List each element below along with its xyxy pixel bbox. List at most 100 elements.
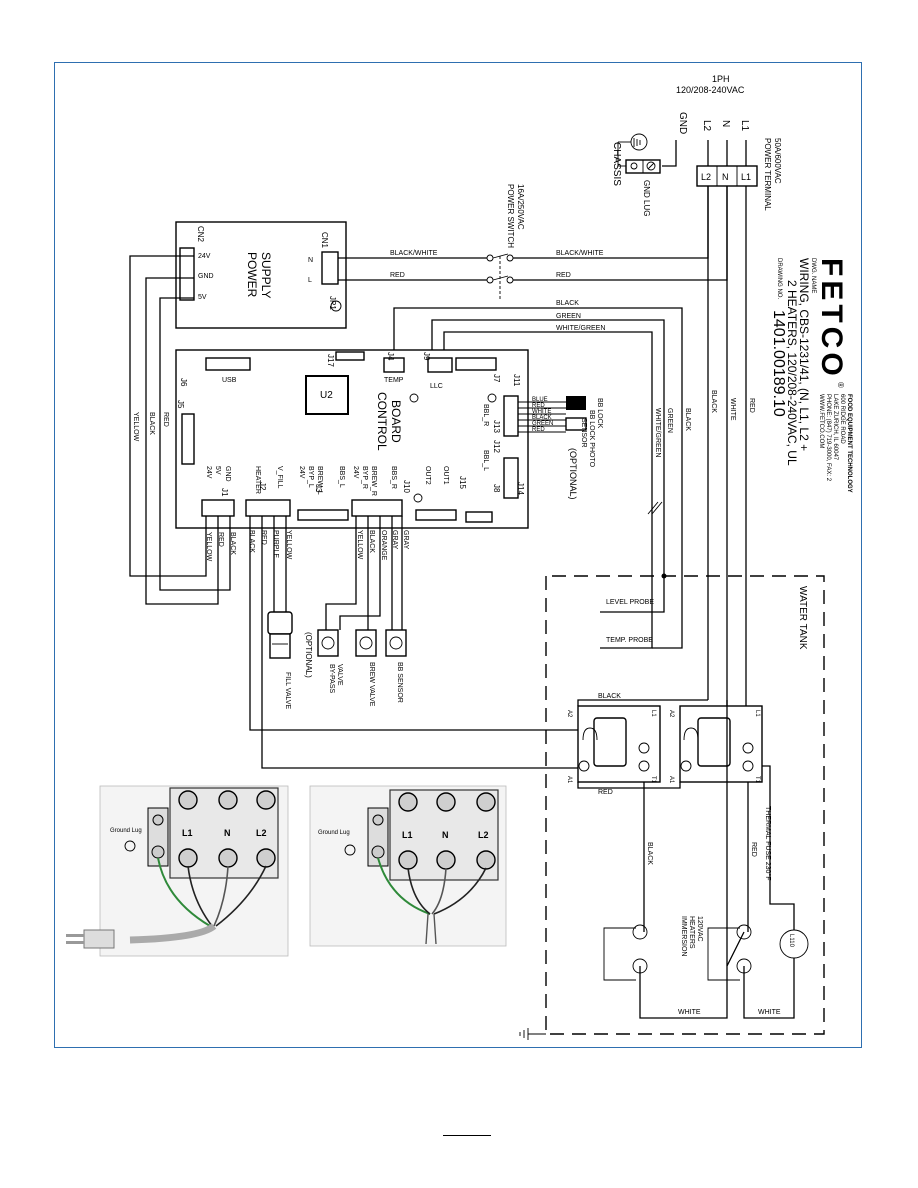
drawing-no-label: DRAWING NO.	[776, 258, 782, 299]
ps-wire-yellow: YELLOW	[132, 412, 139, 442]
input-n-label: N	[720, 120, 731, 127]
power-supply-title-2: SUPPLY	[259, 252, 273, 298]
bb-lock-label: BB LOCK	[596, 398, 603, 429]
bb-sensor	[385, 629, 407, 657]
title-block: FETCO ® FOOD EQUIPMENT TECHNOLOGY 600 RI…	[770, 258, 852, 493]
j10-wire-gray-1: GRAY	[391, 530, 398, 550]
label-j1: J1	[220, 488, 229, 497]
power-switch-rating: 16A/250VAC	[516, 184, 525, 230]
gnd-lug	[617, 133, 661, 174]
relay-right-a2: A2	[668, 710, 674, 718]
label-j5: J5	[176, 400, 185, 409]
terminal-block-n: N	[722, 172, 729, 182]
wire-label-black-ctrl: BLACK	[684, 408, 691, 431]
company-line-4: WWW.FETCO.COM	[818, 394, 824, 448]
relay-left-l1: L1	[650, 710, 656, 717]
temp-label: TEMP	[384, 377, 404, 384]
j2-wire-yellow: YELLOW	[285, 530, 292, 560]
wire-label-red-1: RED	[390, 272, 405, 279]
relay-right-l1: L1	[754, 710, 760, 717]
inset-wiring-left: Ground Lug L1 N L2	[66, 785, 289, 957]
wire-label-green-h: GREEN	[556, 313, 581, 320]
j10-pin-brew-r: BREW_R	[370, 466, 377, 496]
chip-u2: U2	[320, 390, 333, 401]
j10-wire-yellow: YELLOW	[356, 530, 363, 560]
j10-wire-black: BLACK	[368, 530, 375, 553]
wire-label-bw-2: BLACK/WHITE	[556, 250, 604, 257]
brew-valve	[355, 629, 377, 657]
thermal-fuse: L110	[779, 929, 809, 959]
j1-pin-5v: 5V	[214, 466, 221, 475]
j15-pin-out2: OUT2	[424, 466, 431, 485]
dwg-name-2: 2 HEATERS, 120/208-240VAC, UL	[785, 280, 799, 466]
control-board-title-1: CONTROL	[375, 392, 389, 451]
terminal-block-l1: L1	[741, 172, 751, 182]
power-switch	[486, 253, 514, 300]
chassis-label: CHASSIS	[611, 142, 622, 186]
power-supply-title-1: POWER	[245, 252, 259, 298]
label-j12: J12	[492, 440, 501, 453]
bb-sensor-label-valve: BB SENSOR	[396, 662, 403, 703]
inset-left-l1: L1	[182, 828, 193, 838]
j10-wire-gray-2: GRAY	[402, 530, 409, 550]
relay-left-t1: T1	[650, 776, 656, 784]
bb-wire-red2: RED	[532, 427, 545, 433]
inset-right-n: N	[442, 830, 449, 840]
bb-wire-blue: BLUE	[532, 397, 548, 403]
wire-label-white-v: WHITE	[729, 398, 736, 421]
power-switch-title: POWER SWITCH	[506, 184, 515, 248]
relay-left-a2: A2	[566, 710, 572, 718]
j3-pin-byp-l: BYP_L	[307, 466, 314, 488]
power-terminal: L2 N L1	[696, 165, 758, 187]
label-j3: J3	[314, 484, 323, 493]
inset-left-l2: L2	[256, 828, 267, 838]
relay-wire-black: BLACK	[598, 693, 621, 700]
j2-wire-black: BLACK	[248, 530, 255, 553]
jp1-label: JP1	[328, 296, 337, 310]
drawing-border	[54, 62, 862, 1048]
label-j9: J9	[422, 352, 431, 361]
wire-label-wg-ctrl: WHITE/GREEN	[654, 408, 661, 457]
wire-label-wg-h: WHITE/GREEN	[556, 325, 605, 332]
label-j7: J7	[492, 374, 501, 383]
fill-valve	[267, 611, 293, 659]
j2-pin-vfill: V_FILL	[276, 466, 283, 489]
j1-pin-24v: 24V	[205, 466, 212, 479]
j1-wire-red: RED	[217, 532, 224, 547]
control-board: CONTROL BOARD U2 USB TEMP LLC J6 J5 J1 J…	[175, 349, 529, 529]
j3-pin-bbs-l: BBS_L	[338, 466, 345, 488]
j1-pin-gnd: GND	[224, 466, 231, 482]
j1-wire-black: BLACK	[229, 532, 236, 555]
wire-label-red-2: RED	[556, 272, 571, 279]
bypass-label-1: BY-PASS	[328, 664, 335, 694]
label-j10: J10	[402, 480, 411, 493]
bb-sensor-label: SENSOR	[580, 418, 587, 448]
label-j4: J4	[386, 352, 395, 361]
terminal-title: POWER TERMINAL	[763, 138, 772, 211]
cn1-l: L	[308, 277, 312, 284]
j1-wire-yellow: YELLOW	[205, 532, 212, 562]
bypass-valve	[317, 629, 339, 657]
temp-probe-label: TEMP. PROBE	[606, 637, 653, 644]
relay-right-a1: A1	[668, 776, 674, 784]
dwg-name: WIRING, CBS-1231/41, (N, L1, L2 +	[797, 258, 811, 451]
company-line-1: 600 RIDGE ROAD	[839, 394, 845, 444]
bb-lock-photo-label: BB LOCK PHOTO	[588, 410, 595, 468]
j15-pin-out1: OUT1	[442, 466, 449, 485]
heaters-label-1: IMMERSION	[680, 916, 687, 956]
wire-label-black-v: BLACK	[710, 390, 717, 413]
llc-label: LLC	[430, 383, 443, 390]
j10-pin-byp-r: BYP_R	[361, 466, 368, 489]
cn2-label: CN2	[196, 226, 205, 243]
power-supply: POWER SUPPLY CN2 CN1 JP1 N L 24V GND 5V	[175, 221, 347, 329]
cn1-label: CN1	[320, 232, 329, 249]
control-board-title-2: BOARD	[389, 400, 403, 443]
bb-lock-wiring: BLUE RED WHITE BLACK GREEN RED BB LOCK B…	[518, 396, 603, 500]
wire-label-red-v: RED	[748, 398, 755, 413]
relay-wire-red: RED	[598, 789, 613, 796]
fill-valve-label: FILL VALVE	[284, 672, 291, 710]
bypass-label-2: VALVE	[336, 664, 343, 686]
label-j2: J2	[258, 482, 267, 491]
supply-phase: 1PH	[712, 74, 730, 84]
